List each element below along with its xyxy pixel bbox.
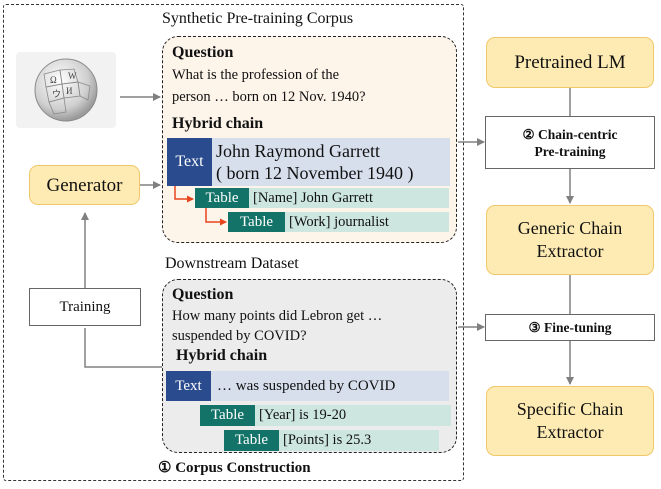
svg-text:W: W <box>68 71 77 81</box>
svg-text:И: И <box>66 86 73 96</box>
downstream-question-line-1: How many points did Lebron get … <box>172 308 383 324</box>
generic-line-1: Generic Chain <box>517 218 623 238</box>
finetuning-step: ③ Fine-tuning <box>485 314 655 341</box>
corpus-table1-tag: Table <box>195 188 249 208</box>
pretrained-lm-node: Pretrained LM <box>486 37 654 88</box>
downstream-text-tag: Text <box>166 371 211 401</box>
downstream-table2-tag: Table <box>224 430 279 451</box>
downstream-table2-text: [Points] is 25.3 <box>279 430 439 451</box>
corpus-question-line-2: person … born on 12 Nov. 1940? <box>172 89 366 105</box>
specific-line-2: Extractor <box>536 422 604 442</box>
downstream-question-label: Question <box>172 286 234 303</box>
downstream-text-body: … was suspended by COVID <box>211 371 449 401</box>
generic-line-2: Extractor <box>536 241 604 261</box>
generic-chain-extractor-node: Generic Chain Extractor <box>486 205 654 275</box>
step2-line-1: ② Chain-centric <box>522 126 618 142</box>
corpus-text-line-2: ( born 12 November 1940 ) <box>216 163 414 183</box>
downstream-title: Downstream Dataset <box>165 255 299 272</box>
downstream-table1-text: [Year] is 19-20 <box>255 405 451 426</box>
specific-chain-extractor-node: Specific Chain Extractor <box>486 386 654 456</box>
corpus-table2-tag: Table <box>228 212 285 232</box>
corpus-text-body: John Raymond Garrett ( born 12 November … <box>212 138 450 186</box>
corpus-construction-label: ① Corpus Construction <box>158 460 311 476</box>
specific-line-1: Specific Chain <box>516 399 624 419</box>
svg-text:ウ: ウ <box>52 89 61 99</box>
svg-text:Ω: Ω <box>50 75 57 85</box>
corpus-table1-text: [Name] John Garrett <box>249 188 449 208</box>
generator-node: Generator <box>29 165 140 205</box>
downstream-hybrid-label: Hybrid chain <box>176 347 268 364</box>
corpus-question-label: Question <box>172 44 234 61</box>
corpus-hybrid-label: Hybrid chain <box>172 115 264 132</box>
training-node: Training <box>29 288 141 326</box>
training-feedback-line <box>84 328 180 368</box>
corpus-table2-text: [Work] journalist <box>285 212 449 232</box>
downstream-table1-tag: Table <box>200 405 255 426</box>
corpus-question-line-1: What is the profession of the <box>172 67 340 83</box>
corpus-text-tag: Text <box>167 138 212 186</box>
wikipedia-globe-icon: Ω W И ウ <box>16 52 116 128</box>
corpus-title: Synthetic Pre-training Corpus <box>162 10 354 27</box>
chain-centric-pretraining-step: ② Chain-centric Pre-training <box>485 116 655 169</box>
downstream-question-line-2: suspended by COVID? <box>172 328 307 344</box>
step2-line-2: Pre-training <box>534 143 606 159</box>
corpus-construction-region <box>3 4 464 481</box>
corpus-text-line-1: John Raymond Garrett <box>216 141 380 161</box>
downstream-dataset-box <box>162 279 457 453</box>
